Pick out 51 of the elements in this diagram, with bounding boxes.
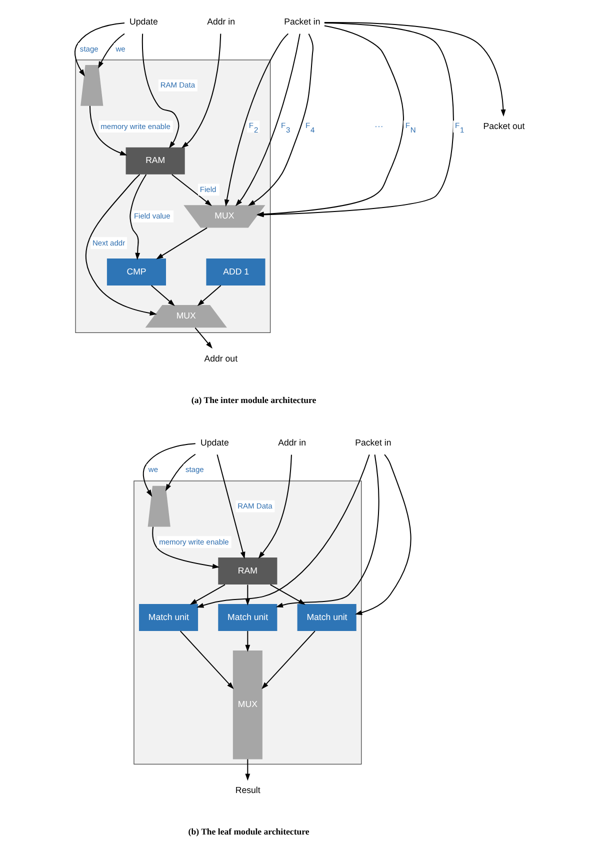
arrow xyxy=(85,174,156,316)
node-box: CMP xyxy=(106,258,166,286)
node-text: Packet in xyxy=(284,16,320,27)
arrow xyxy=(196,454,370,608)
node-text: Update xyxy=(129,16,158,27)
node-trapezoid xyxy=(147,486,170,527)
arrow xyxy=(98,33,124,69)
arrow xyxy=(171,174,212,206)
node-text: Addr out xyxy=(204,353,238,364)
arrow xyxy=(88,106,127,156)
arrow xyxy=(196,285,221,306)
arrow xyxy=(164,454,196,492)
label: ··· xyxy=(374,120,383,131)
arrow xyxy=(180,630,234,690)
arrow xyxy=(189,584,225,605)
node-box: RAM xyxy=(218,558,277,585)
arrow xyxy=(156,227,207,260)
arrow xyxy=(74,22,124,76)
node-text: Result xyxy=(234,784,260,795)
arrow xyxy=(258,454,292,559)
node-text: Addr in xyxy=(278,438,306,448)
node-box: RAM xyxy=(125,147,184,174)
arrow xyxy=(150,285,174,306)
arrow xyxy=(194,328,212,349)
arrow xyxy=(354,454,411,616)
arrow xyxy=(216,454,245,559)
node-text: Packet in xyxy=(354,438,391,448)
arrow xyxy=(261,630,315,690)
arrow xyxy=(244,584,250,606)
label: (a) The inter module architecture xyxy=(190,394,316,405)
arrow xyxy=(224,33,288,207)
label: (b) The leaf module architecture xyxy=(188,826,309,836)
arrow xyxy=(234,34,300,206)
arrow xyxy=(324,22,506,117)
node-text: Addr in xyxy=(206,16,234,27)
node-box: Match unit xyxy=(218,604,277,632)
node-box: Match unit xyxy=(296,604,356,632)
node-box: MUX xyxy=(232,650,262,760)
node-box: Match unit xyxy=(138,604,198,632)
arrow xyxy=(142,443,195,497)
node-box: ADD 1 xyxy=(206,258,265,286)
arrow xyxy=(275,454,379,608)
arrow xyxy=(244,759,250,781)
node-trapezoid xyxy=(80,65,103,106)
node-text: Update xyxy=(200,438,228,448)
arrow xyxy=(152,526,220,569)
arrow xyxy=(244,631,250,652)
arrow xyxy=(129,174,146,260)
node-text: Packet out xyxy=(482,120,524,131)
arrow xyxy=(141,34,179,148)
arrow xyxy=(181,34,221,148)
